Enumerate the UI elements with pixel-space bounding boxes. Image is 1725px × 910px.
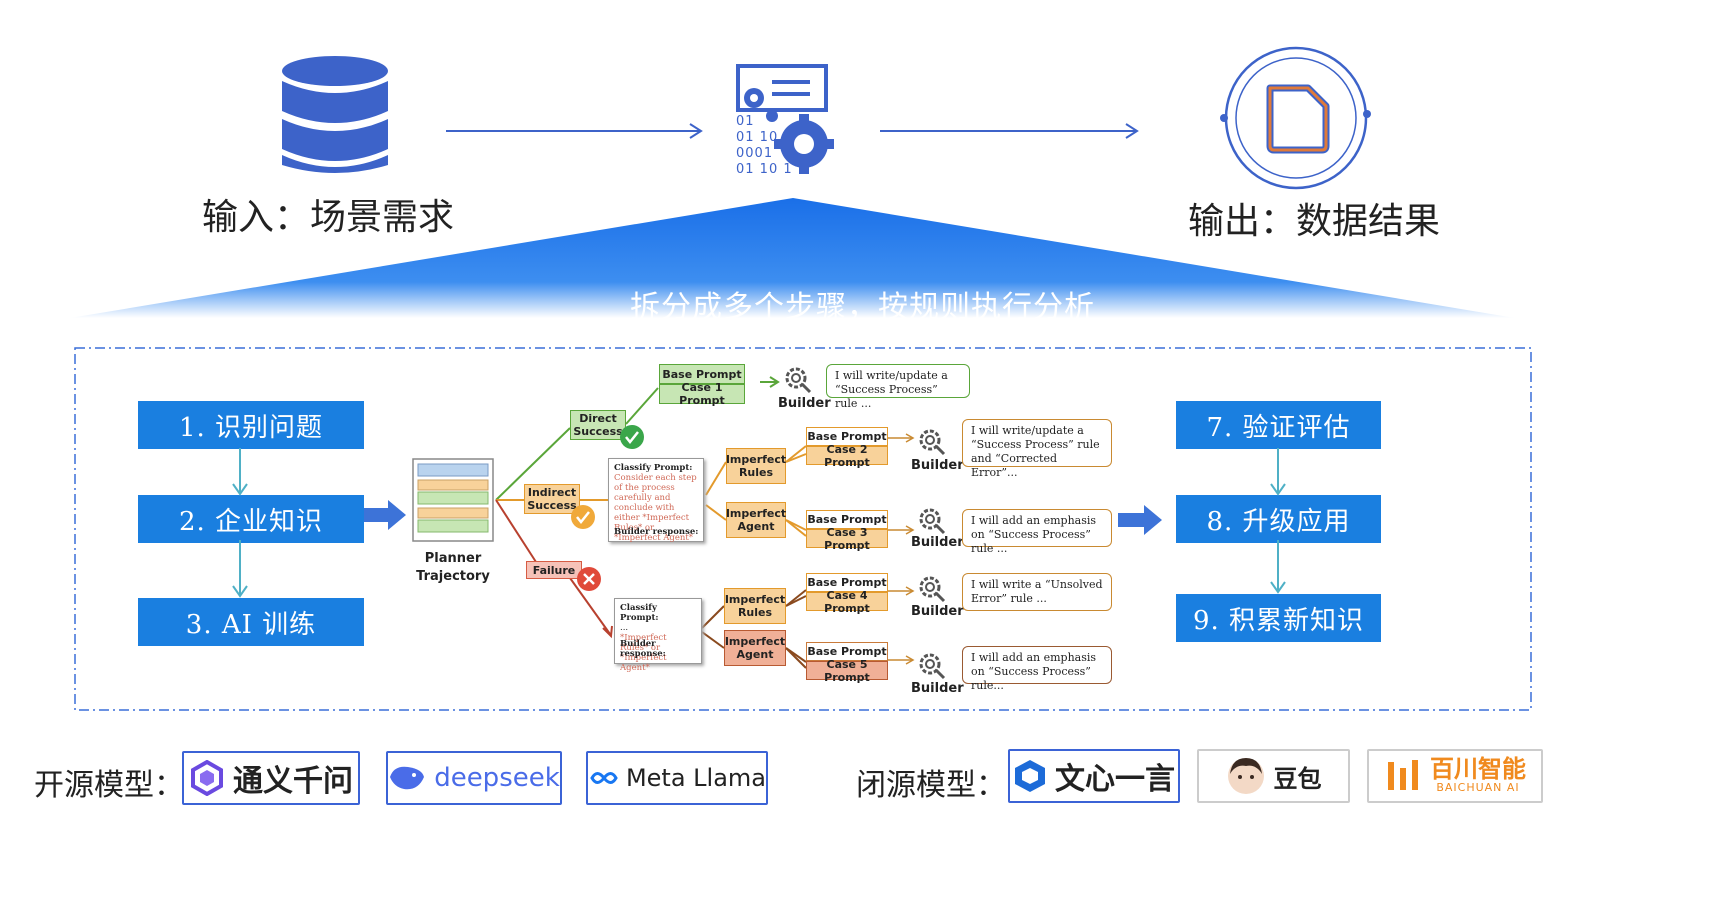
case3-prompt-box: Case 3 Prompt [806,526,888,552]
base-prompt-box: Base Prompt [659,364,745,384]
tongyi-logo-icon [191,760,223,796]
case4-prompt-box: Case 4 Prompt [806,589,888,615]
builder-label: Builder [911,458,964,473]
builder-gear-icon [919,508,946,535]
open-source-models-label: 开源模型： [34,768,184,803]
step-connector-icon [1270,448,1286,594]
step-enterprise-knowledge: 2. 企业知识 [138,495,364,543]
builder-gear-icon [785,367,812,394]
right-arrow-icon [1118,505,1162,535]
database-icon [282,56,388,173]
builder-note-1: I will write/update a “Success Process” … [826,364,970,410]
builder-note-2: I will write/update a “Success Process” … [962,419,1112,479]
builder-gear-icon [919,429,946,456]
deepseek-whale-icon [390,766,425,790]
closed-source-models-label: 闭源模型： [856,768,1006,803]
logo-meta-llama: Meta Llama [586,751,768,805]
wenxin-logo-icon [1015,760,1045,792]
logo-wenxin-yiyan: 文心一言 [1008,749,1180,803]
partial-check-icon [571,505,595,529]
base-prompt-box: Base Prompt [806,510,888,529]
case2-prompt-box: Case 2 Prompt [806,443,888,469]
builder-gear-icon [919,653,946,680]
decomposition-band [70,198,1515,318]
base-prompt-box: Base Prompt [806,573,888,592]
logo-baichuan: 百川智能 BAICHUAN AI [1367,749,1543,803]
input-label: 输入：场景需求 [202,197,455,238]
band-title: 拆分成多个步骤，按规则执行分析 [630,290,1095,325]
step-identify-problem: 1. 识别问题 [138,401,364,449]
base-prompt-box: Base Prompt [806,642,888,661]
right-arrow-icon [364,500,406,530]
flow-arrow-icon [446,123,703,139]
binary-digits: 01 01 10 0001 01 10 1 [736,114,793,177]
builder-label: Builder [911,681,964,696]
case5-prompt-box: Case 5 Prompt [806,658,888,684]
step-connector-icon [232,448,248,598]
builder-note-5: I will add an emphasis on “Success Proce… [962,646,1112,692]
failure-box: Failure [526,561,582,579]
case1-prompt-box: Case 1 Prompt [659,381,745,407]
builder-label: Builder [778,396,831,411]
planner-trajectory-label: Planner Trajectory [416,551,490,584]
process-frame [74,347,1532,711]
builder-label: Builder [911,535,964,550]
output-label: 输出：数据结果 [1188,201,1441,242]
base-prompt-box: Base Prompt [806,427,888,446]
classify-prompt-card-1: Classify Prompt: Consider each step of t… [608,458,704,543]
logo-doubao: 豆包 [1197,749,1350,803]
baichuan-logo-icon [1388,760,1418,790]
step-ai-training: 3. AI 训练 [138,598,364,646]
step-verify-evaluate: 7. 验证评估 [1176,401,1381,449]
logo-tongyi-qianwen: 通义千问 [182,751,360,805]
logo-deepseek: deepseek [386,751,562,805]
flow-arrow-icon [880,123,1139,139]
processing-gear-icon [736,64,834,174]
builder-label: Builder [911,604,964,619]
meta-infinity-icon [590,772,618,784]
doubao-avatar-icon [1227,758,1264,794]
planner-trajectory-icon [412,458,494,542]
builder-note-4: I will write a “Unsolved Error” rule ... [962,573,1112,611]
cross-icon [577,567,601,591]
step-accumulate-knowledge: 9. 积累新知识 [1176,594,1381,642]
builder-note-3: I will add an emphasis on “Success Proce… [962,509,1112,555]
output-document-icon [1220,46,1371,190]
check-icon [620,425,644,449]
step-upgrade-apply: 8. 升级应用 [1176,495,1381,543]
trajectory-connectors [495,376,915,669]
builder-gear-icon [919,576,946,603]
classify-prompt-card-2: Classify Prompt: ... *Imperfect Rules* o… [614,598,702,673]
